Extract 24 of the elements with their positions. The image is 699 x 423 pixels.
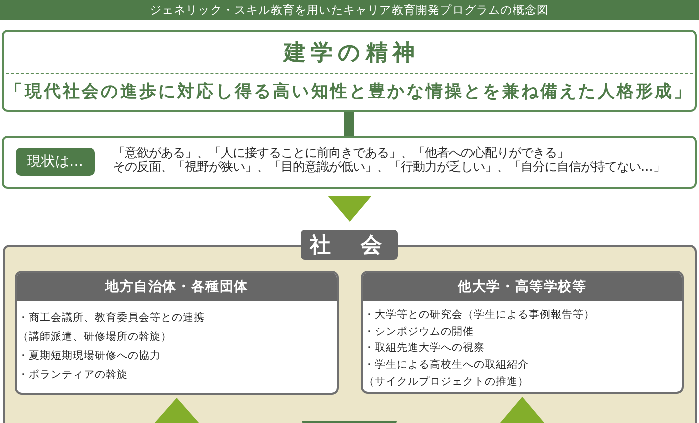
heading-panel <box>2 30 697 112</box>
info-card <box>15 271 339 395</box>
arrow <box>155 398 199 423</box>
card-header: 他大学・高等学校等 <box>363 273 682 301</box>
arrow <box>500 397 544 423</box>
arrow <box>328 196 372 222</box>
panel-heading: 建学の精神 <box>282 40 420 68</box>
list-item: ・大学等との研究会（学生による事例報告等） <box>364 308 595 323</box>
list-item: ・商工会議所、教育委員会等との連携（講師派遣、研修場所の斡旋） <box>18 311 206 345</box>
status-panel <box>2 136 697 189</box>
connector-line <box>344 112 354 136</box>
panel-subtitle: 「現代社会の進歩に対応し得る高い知性と豊かな情操とを兼ね備えた人格形成」 <box>6 81 694 104</box>
status-tag: 現状は… <box>16 148 95 176</box>
list-item: ・夏期短期現場研修への協力 <box>18 349 161 364</box>
status-text: その反面、「視野が狭い」、「目的意識が低い」、「行動力が乏しい」、「自分に自信が持てない…」 <box>113 160 666 174</box>
title-bar: ジェネリック・スキル教育を用いたキャリア教育開発プログラムの概念図 <box>0 0 699 20</box>
group-tab: 社会 <box>301 230 398 260</box>
list-item: ・ボランティアの斡旋 <box>18 368 128 383</box>
list-item: ・シンポジウムの開催 <box>364 324 474 340</box>
list-item: ・学生による高校生への取組紹介（サイクルプロジェクトの推進） <box>364 358 530 390</box>
info-card <box>361 271 684 394</box>
list-item: ・取組先進大学への視察 <box>364 341 485 356</box>
card-header: 地方自治体・各種団体 <box>17 273 337 301</box>
status-text: 「意欲がある」、「人に接することに前向きである」、「他者への心配りができる」 <box>113 146 569 160</box>
